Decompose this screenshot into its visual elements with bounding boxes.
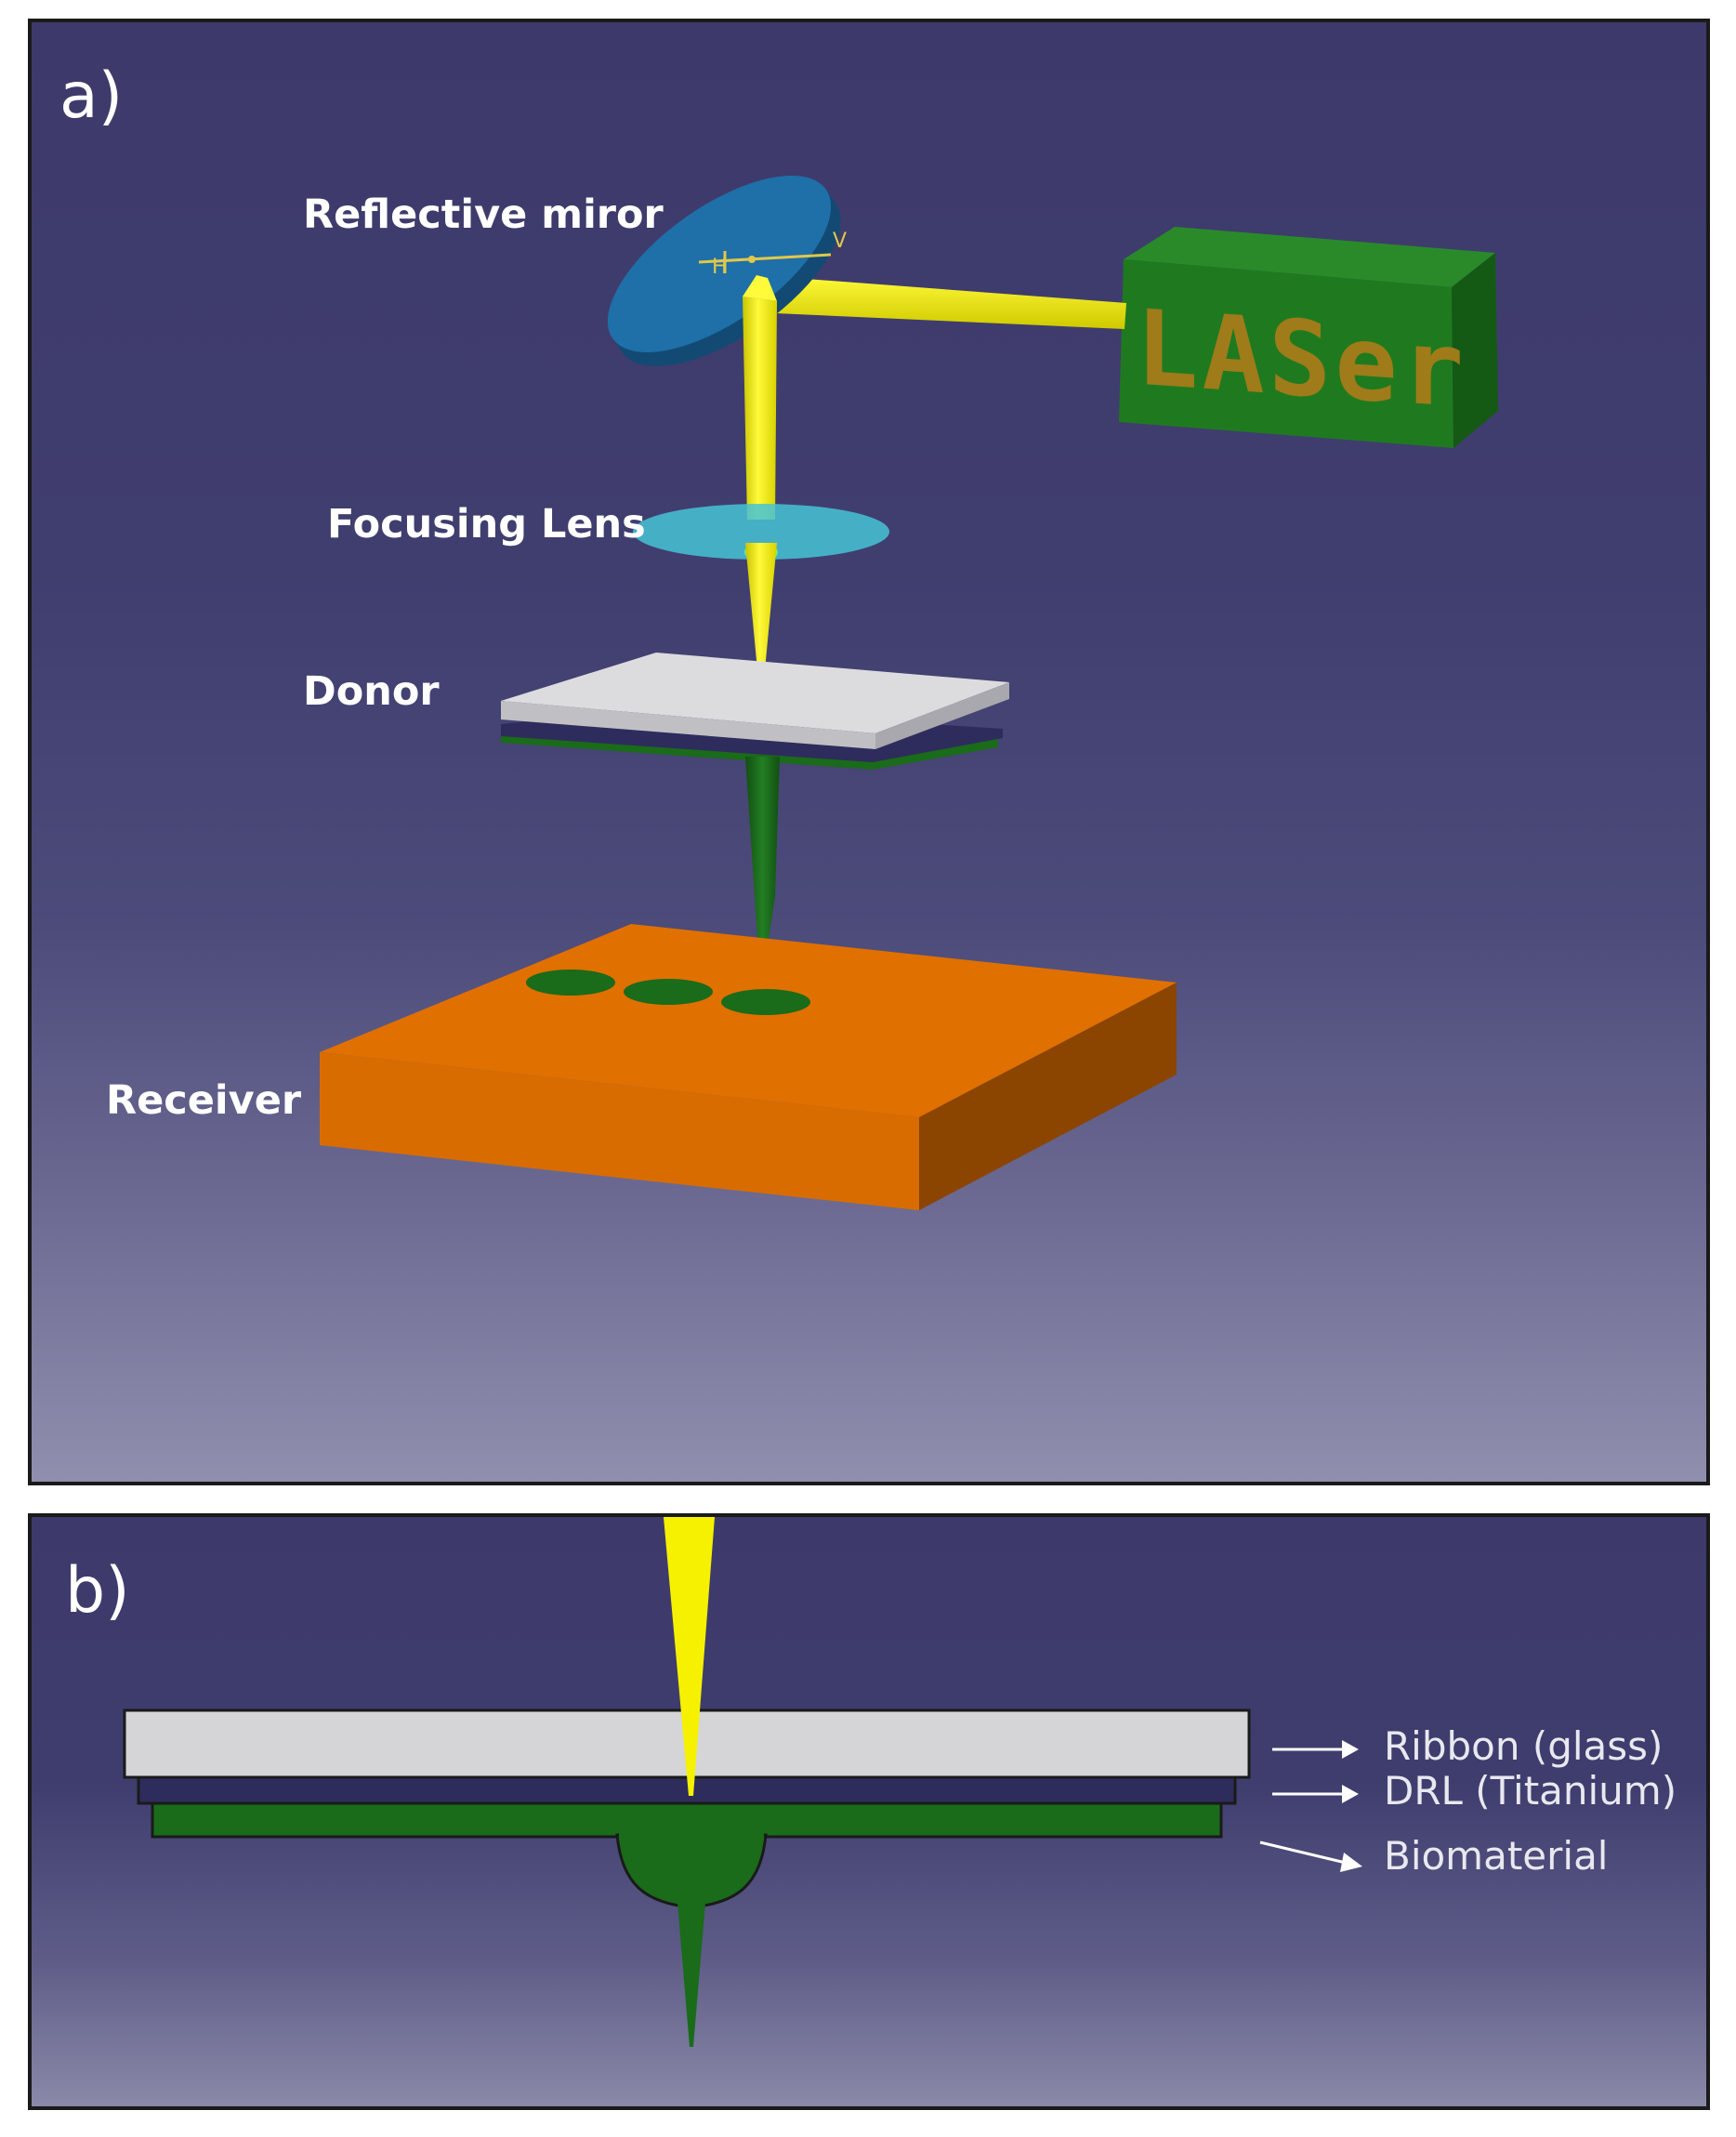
droplet (721, 989, 810, 1015)
arrow-biomaterial (1259, 1840, 1362, 1872)
label-donor: Donor (303, 668, 440, 715)
label-biomaterial: Biomaterial (1384, 1833, 1609, 1879)
laser-beam-elbow (743, 275, 777, 301)
receiver-block (320, 924, 1177, 1210)
biomaterial-jet (745, 757, 780, 989)
deposited-droplets (526, 970, 810, 1015)
droplet (624, 979, 713, 1005)
label-drl-titanium: DRL (Titanium) (1384, 1768, 1677, 1814)
panel-b-letter: b) (65, 1554, 130, 1628)
receiver-front (320, 1052, 919, 1210)
donor-front (501, 701, 875, 749)
panel-a-drawing: H V (320, 175, 1498, 1210)
laser-box-front (1119, 259, 1453, 448)
biomaterial-jet-b (677, 1903, 705, 2047)
label-ribbon-glass: Ribbon (glass) (1384, 1723, 1664, 1769)
mirror-axis-h-label: H (712, 256, 728, 279)
laser-box-text: LASer (1136, 287, 1468, 432)
donor-top (501, 653, 1009, 733)
laser-beam-b (664, 1517, 715, 1796)
label-focusing-lens: Focusing Lens (327, 501, 646, 547)
laser-beam-focused (745, 543, 777, 690)
arrow-drl (1272, 1785, 1359, 1803)
arrow-ribbon (1272, 1740, 1359, 1759)
laser-beam-vertical (743, 297, 777, 520)
label-receiver: Receiver (106, 1077, 302, 1124)
mirror-axis-v-label: V (833, 230, 847, 253)
receiver-top (320, 924, 1177, 1117)
donor-side (875, 682, 1009, 749)
laser-box (1119, 227, 1498, 448)
laser-box-top (1124, 227, 1495, 287)
receiver-side (919, 983, 1177, 1210)
biomaterial-droplet (615, 1833, 768, 1909)
donor-slab (501, 653, 1009, 770)
drl-titanium-layer (137, 1775, 1237, 1805)
panel-b-drawing (123, 1517, 1362, 2047)
laser-beam-horizontal (755, 275, 1126, 329)
panel-a: H V (28, 19, 1710, 1485)
panel-b: b) Ribbon (glass) DRL (Titanium) Biomate… (28, 1513, 1710, 2110)
laser-box-side (1452, 253, 1498, 448)
label-reflective-mirror: Reflective miror (303, 191, 664, 238)
mirror-axis-marker (698, 251, 832, 273)
droplet (526, 970, 615, 996)
mirror-face (607, 175, 832, 353)
panel-a-letter: a) (59, 59, 124, 133)
